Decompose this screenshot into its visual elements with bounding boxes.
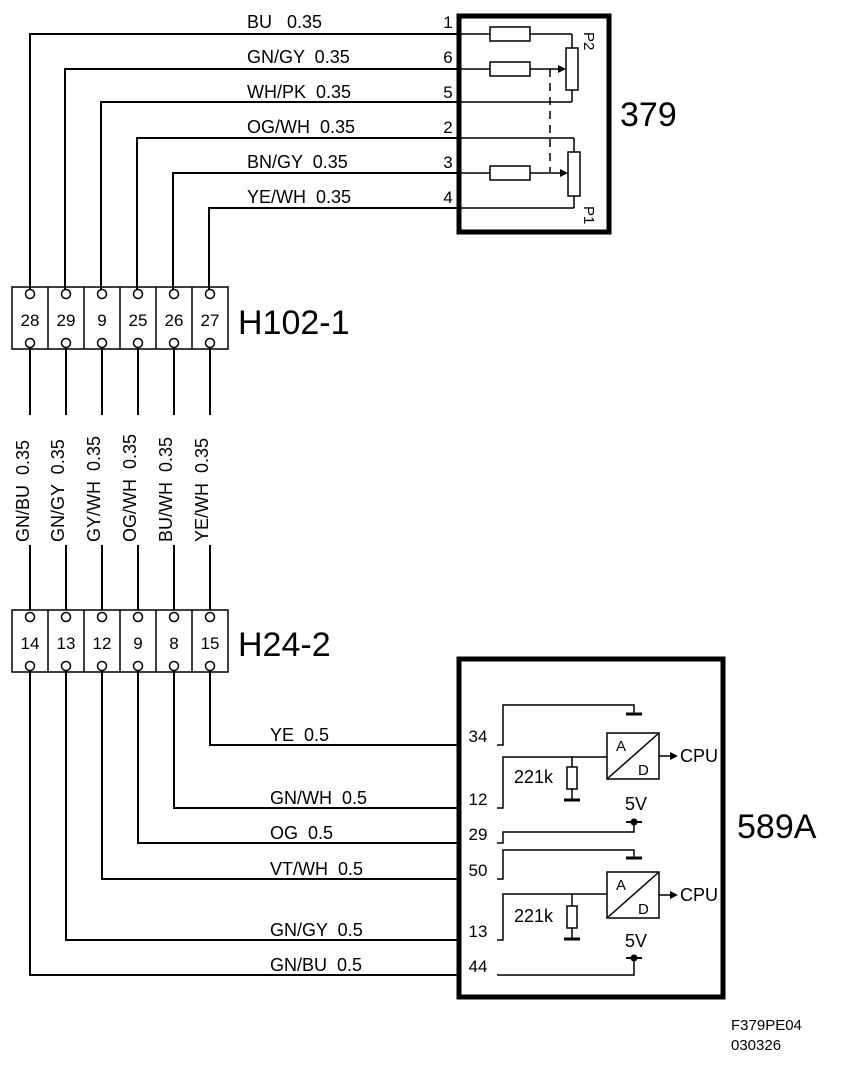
mid-wire-label-og-wh: OG/WH 0.35 (120, 434, 140, 542)
pin-379-6: 6 (443, 48, 452, 67)
pin-379-3: 3 (443, 153, 452, 172)
bottom-wire-label-vt-wh: VT/WH 0.5 (270, 859, 363, 879)
middle-wire-labels (14, 415, 213, 545)
h102-cell-4: 25 (129, 311, 148, 330)
pin-379-5: 5 (443, 83, 452, 102)
bottom-wire-label-gn-wh: GN/WH 0.5 (270, 788, 367, 808)
pin-589a-50: 50 (469, 861, 488, 880)
h102-cell-1: 28 (21, 311, 40, 330)
mid-wire-label-bu-wh: BU/WH 0.35 (156, 437, 176, 542)
connector-h24-2 (11, 609, 229, 673)
adc-lower-a: A (616, 877, 626, 894)
h24-cell-5: 8 (169, 634, 178, 653)
pin-589a-13: 13 (469, 922, 488, 941)
adc-lower-d: D (638, 901, 649, 918)
mid-wire-label-ye-wh: YE/WH 0.35 (192, 438, 212, 542)
wire-label-gn-gy: GN/GY 0.35 (247, 47, 350, 67)
h102-cell-3: 9 (97, 311, 106, 330)
reference-date: 030326 (731, 1037, 781, 1054)
pin-589a-34: 34 (469, 727, 488, 746)
component-589a-internals-upper (497, 704, 678, 844)
adc-upper-a: A (616, 738, 626, 755)
h24-cell-3: 12 (93, 634, 112, 653)
connector-h102-label: H102-1 (238, 304, 350, 342)
bottom-wire-label-og: OG 0.5 (270, 823, 333, 843)
adc-upper-d: D (638, 762, 649, 779)
h24-cell-6: 15 (201, 634, 220, 653)
bottom-wire-label-gn-bu: GN/BU 0.5 (270, 955, 362, 975)
bottom-wire-label-ye: YE 0.5 (270, 725, 329, 745)
bottom-wires (29, 671, 459, 976)
connector-h24-label: H24-2 (238, 626, 331, 664)
wire-label-ye-wh: YE/WH 0.35 (247, 187, 351, 207)
component-379-internals (459, 26, 581, 209)
h24-cell-4: 9 (133, 634, 142, 653)
pin-589a-12: 12 (469, 790, 488, 809)
mid-wire-label-gn-gy: GN/GY 0.35 (48, 439, 68, 542)
h24-cell-2: 13 (57, 634, 76, 653)
top-wires (29, 33, 459, 290)
component-379-box (456, 13, 612, 235)
bottom-wire-label-gn-gy: GN/GY 0.5 (270, 920, 363, 940)
component-589a-label: 589A (737, 808, 817, 846)
reference-code: F379PE04 (731, 1017, 802, 1034)
component-379-label: 379 (620, 96, 677, 134)
component-589a-box (456, 656, 726, 1000)
pin-379-1: 1 (443, 13, 452, 32)
resistor-label-lower: 221k (514, 906, 554, 926)
connector-h102-1 (11, 286, 229, 350)
voltage-label-lower: 5V (625, 931, 647, 951)
h102-cell-6: 27 (201, 311, 220, 330)
pot-p1-label: P1 (580, 206, 597, 224)
mid-wire-label-gn-bu: GN/BU 0.35 (13, 440, 33, 542)
cpu-label-lower: CPU (680, 885, 718, 905)
h24-cell-1: 14 (21, 634, 40, 653)
component-589a-internals-lower (497, 849, 678, 976)
pin-589a-29: 29 (469, 825, 488, 844)
wire-label-og-wh: OG/WH 0.35 (247, 117, 355, 137)
pin-379-4: 4 (443, 188, 452, 207)
wire-label-bn-gy: BN/GY 0.35 (247, 152, 348, 172)
resistor-label-upper: 221k (514, 767, 554, 787)
pin-589a-44: 44 (469, 957, 488, 976)
h102-cell-5: 26 (165, 311, 184, 330)
wire-label-bu: BU 0.35 (247, 12, 322, 32)
mid-wire-label-gy-wh: GY/WH 0.35 (84, 436, 104, 542)
pot-p2-label: P2 (580, 32, 597, 50)
h102-cell-2: 29 (57, 311, 76, 330)
voltage-label-upper: 5V (625, 794, 647, 814)
pin-379-2: 2 (443, 118, 452, 137)
cpu-label-upper: CPU (680, 746, 718, 766)
wire-label-wh-pk: WH/PK 0.35 (247, 82, 351, 102)
